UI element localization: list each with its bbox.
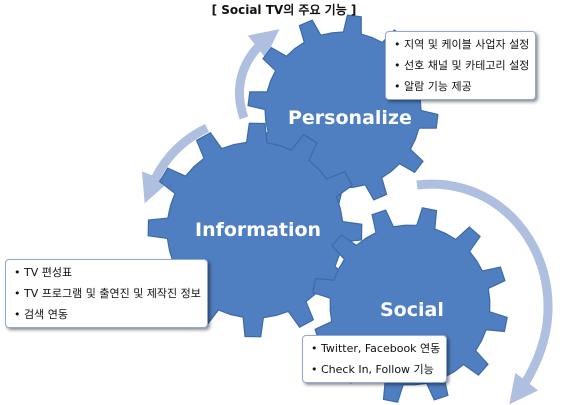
information-label: Information [195,219,322,241]
information-features-box: TV 편성표 TV 프로그램 및 출연진 및 제작진 정보 검색 연동 [5,259,208,328]
feature-item: Check In, Follow 기능 [311,359,440,380]
feature-item: 알람 기능 제공 [394,76,529,97]
feature-item: 검색 연동 [14,304,201,325]
arrow-to-information [141,123,210,204]
feature-item: 지역 및 케이블 사업자 설정 [394,34,529,55]
feature-item: TV 프로그램 및 출연진 및 제작진 정보 [14,283,201,304]
personalize-label: Personalize [288,107,412,129]
arrow-to-social [416,179,553,405]
social-features-box: Twitter, Facebook 연동 Check In, Follow 기능 [302,335,448,383]
feature-item: 선호 채널 및 카테고리 설정 [394,55,529,76]
social-label: Social [380,299,444,321]
diagram-title: [ Social TV의 주요 기능 ] [211,3,357,17]
feature-item: TV 편성표 [14,262,201,283]
feature-item: Twitter, Facebook 연동 [311,338,440,359]
personalize-features-box: 지역 및 케이블 사업자 설정 선호 채널 및 카테고리 설정 알람 기능 제공 [385,31,537,100]
arrow-to-personalize [234,29,280,120]
